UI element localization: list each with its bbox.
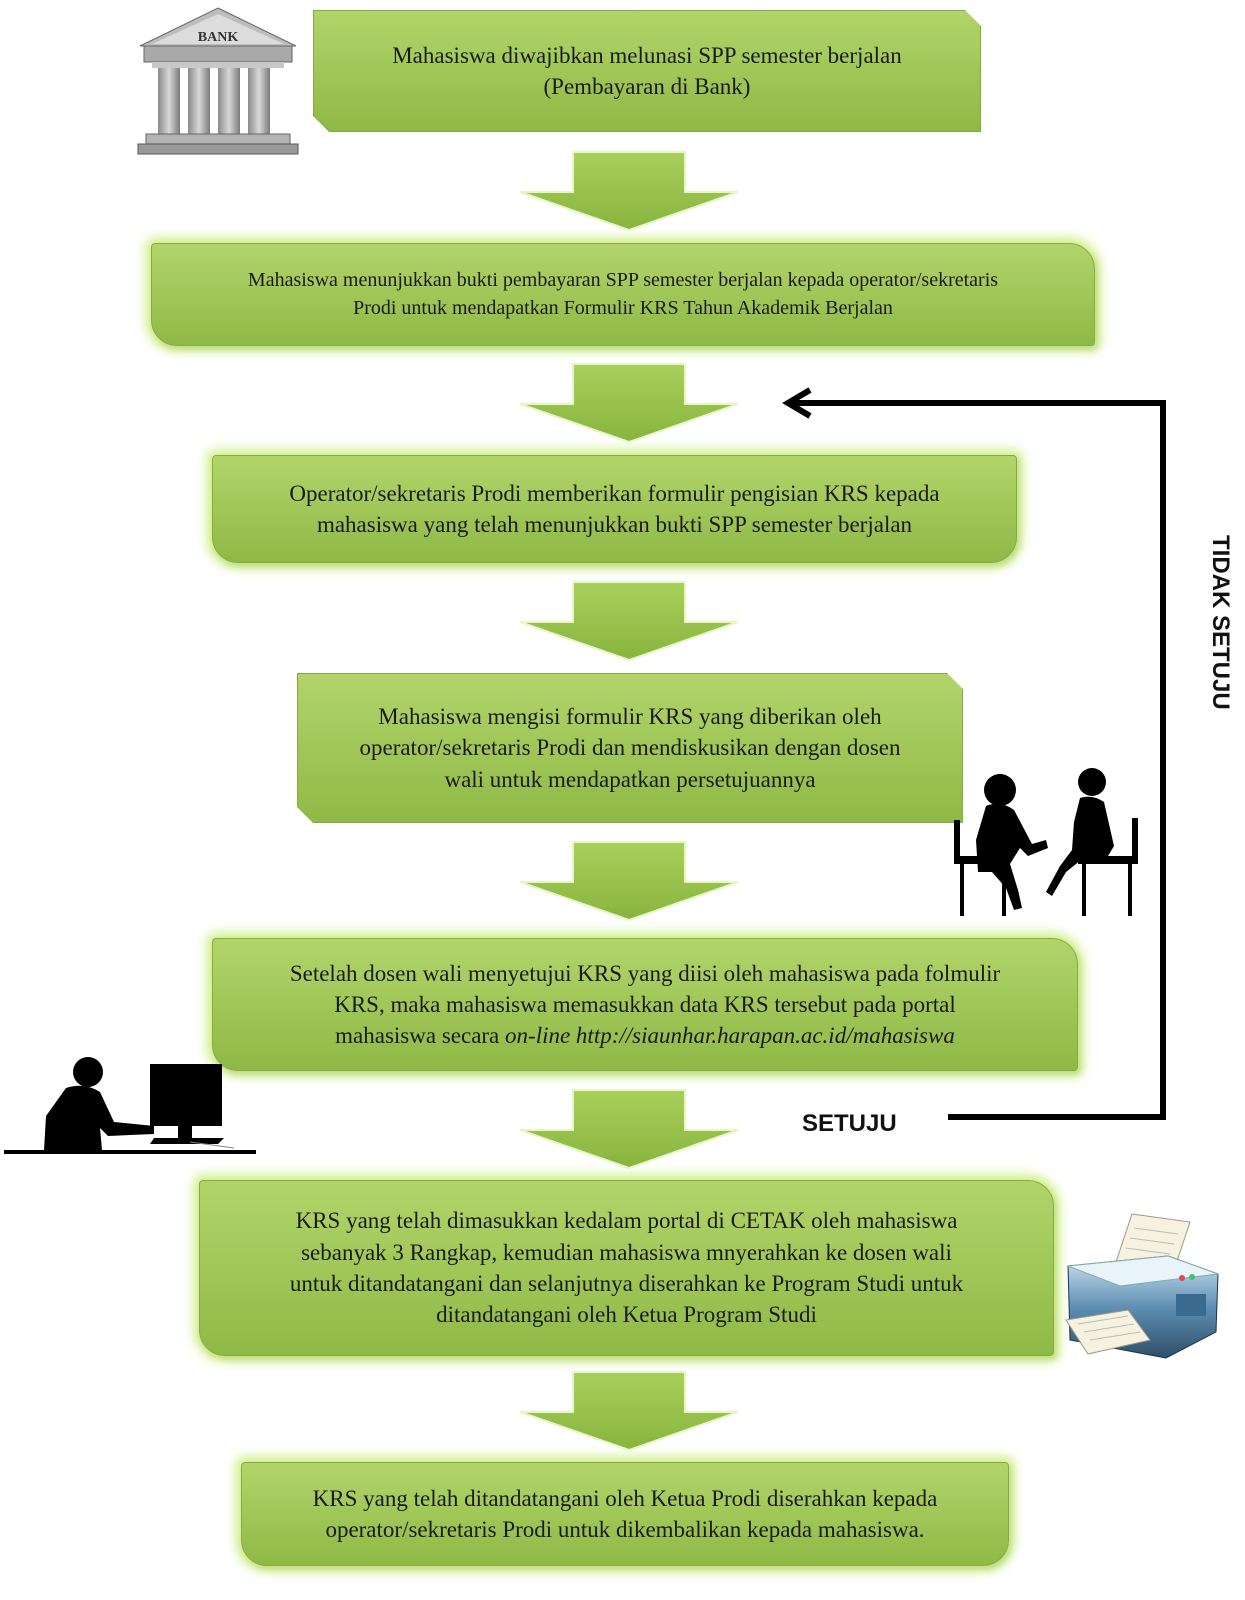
step-4-box: Mahasiswa mengisi formulir KRS yang dibe… <box>297 673 963 823</box>
step-3-box: Operator/sekretaris Prodi memberikan for… <box>212 455 1017 563</box>
connector-arrowhead <box>782 387 812 419</box>
step-4-text: Mahasiswa mengisi formulir KRS yang dibe… <box>359 704 901 792</box>
step-7-box: KRS yang telah ditandatangani oleh Ketua… <box>241 1462 1009 1566</box>
flow-arrow-4 <box>519 841 739 922</box>
step-3-text: Operator/sekretaris Prodi memberikan for… <box>289 480 940 537</box>
step-6-box: KRS yang telah dimasukkan kedalam portal… <box>199 1180 1054 1356</box>
bank-building-icon: BANK <box>137 7 299 155</box>
person-at-computer-icon <box>4 1057 256 1154</box>
step-5-box: Setelah dosen wali menyetujui KRS yang d… <box>212 938 1078 1071</box>
printer-icon <box>1065 1213 1219 1359</box>
flow-arrow-1 <box>519 151 739 232</box>
flow-arrow-2 <box>519 363 739 444</box>
flow-arrow-6 <box>519 1371 739 1452</box>
setuju-label: SETUJU <box>802 1110 897 1137</box>
step-6-text: KRS yang telah dimasukkan kedalam portal… <box>289 1208 964 1328</box>
step-1-box: Mahasiswa diwajibkan melunasi SPP semest… <box>313 10 981 132</box>
step-7-text: KRS yang telah ditandatangani oleh Ketua… <box>312 1485 938 1542</box>
tidak-setuju-label: TIDAK SETUJU <box>1207 535 1234 710</box>
flow-arrow-5 <box>519 1089 739 1170</box>
step-5-url: on-line http://siaunhar.harapan.ac.id/ma… <box>505 1023 955 1049</box>
flow-arrow-3 <box>519 581 739 662</box>
step-5-text: Setelah dosen wali menyetujui KRS yang d… <box>289 960 1001 1049</box>
step-5-prefix: mahasiswa secara <box>335 1023 506 1049</box>
step-1-text: Mahasiswa diwajibkan melunasi SPP semest… <box>392 42 902 99</box>
step-2-box: Mahasiswa menunjukkan bukti pembayaran S… <box>151 243 1095 346</box>
bank-sign: BANK <box>198 30 239 45</box>
consultation-people-icon <box>954 768 1138 916</box>
step-2-text: Mahasiswa menunjukkan bukti pembayaran S… <box>247 269 999 319</box>
